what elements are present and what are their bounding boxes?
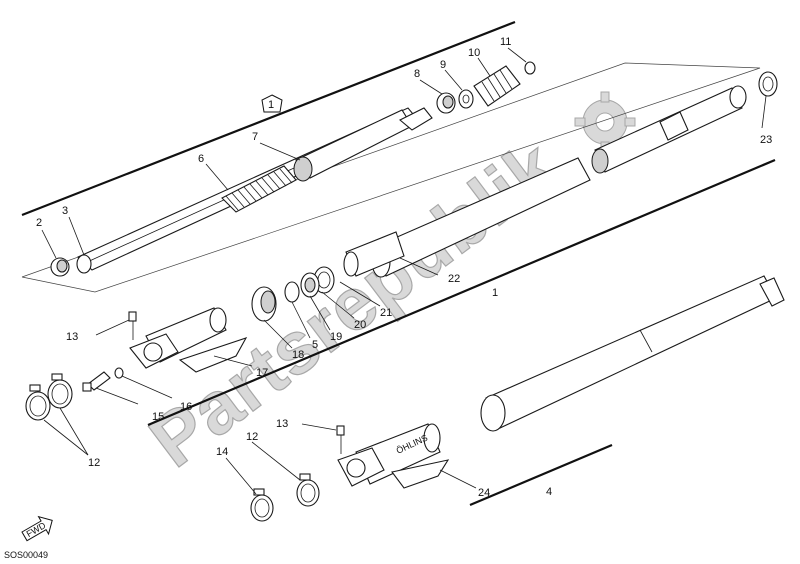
callout-1: 1	[492, 287, 498, 299]
part-14-clamp	[250, 488, 274, 522]
callout-21: 21	[380, 307, 392, 319]
callout-13-right: 13	[276, 418, 288, 430]
spring	[221, 165, 297, 213]
parts-8-11	[436, 61, 536, 114]
leader-lines	[41, 47, 767, 495]
part-13-bolt-left	[128, 311, 137, 340]
callout-23: 23	[760, 134, 772, 146]
part-2-nut	[50, 257, 70, 277]
part-23-bushing	[758, 71, 778, 97]
callout-11: 11	[500, 36, 511, 48]
watermark-text: Partsrepublik	[135, 124, 573, 483]
callout-1-circle: 1	[261, 94, 283, 113]
callout-13-left: 13	[66, 331, 78, 343]
callout-2: 2	[36, 217, 42, 229]
callout-12-left: 12	[88, 457, 100, 469]
outer-tube	[371, 85, 747, 278]
left-fork-foot	[129, 307, 248, 373]
group-line-4	[469, 443, 613, 507]
part-13-bolt-right	[336, 425, 345, 454]
cartridge-rod	[76, 107, 433, 274]
callout-10: 10	[468, 47, 480, 59]
watermark: Partsrepublik	[134, 123, 573, 483]
callout-12-right: 12	[246, 431, 258, 443]
callout-17: 17	[256, 367, 268, 379]
callout-20: 20	[354, 319, 366, 331]
group-line-1	[147, 158, 776, 427]
drawing-code: SOS00049	[4, 550, 48, 560]
callout-24: 24	[478, 487, 490, 499]
callout-4: 4	[546, 486, 552, 498]
callout-19: 19	[330, 331, 342, 343]
callout-6: 6	[198, 153, 204, 165]
lower-fork-leg	[480, 275, 785, 432]
callout-8: 8	[414, 68, 420, 80]
group-line-top	[21, 20, 516, 217]
callout-3: 3	[62, 205, 68, 217]
callout-18: 18	[292, 349, 304, 361]
callout-5: 5	[312, 339, 318, 351]
callout-22: 22	[448, 273, 460, 285]
callout-9: 9	[440, 59, 446, 71]
part-16-washer	[114, 367, 124, 379]
part-24-foot: ÖHLINS	[337, 423, 450, 489]
callout-15: 15	[152, 411, 164, 423]
parts-19-21	[284, 266, 335, 303]
svg-text:1: 1	[268, 99, 274, 111]
fwd-arrow-icon: FWD	[21, 515, 53, 542]
cartridge-envelope	[21, 62, 761, 293]
part-22-tube-end	[343, 231, 405, 277]
part-18-seal	[251, 286, 277, 322]
watermark-gear-icon	[574, 91, 636, 153]
part-12-clamps-left	[25, 373, 73, 421]
callout-7: 7	[252, 131, 258, 143]
callout-14: 14	[216, 446, 228, 458]
callout-16: 16	[180, 401, 192, 413]
part-15-bolt	[82, 371, 111, 392]
part-12-clamp-right	[296, 473, 320, 507]
